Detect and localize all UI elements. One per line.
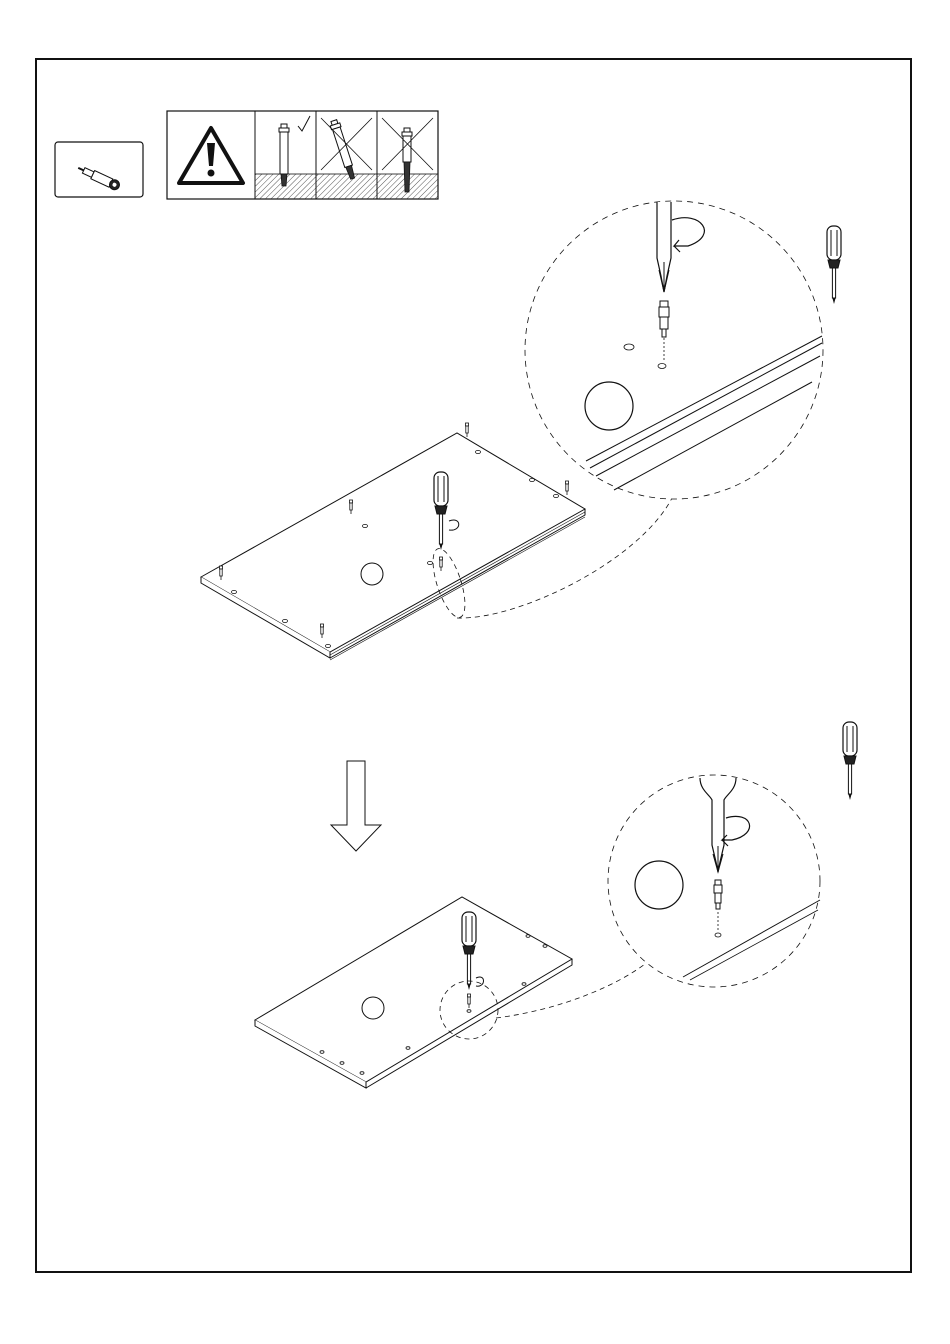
step-insert-cam-bolts: [201, 201, 841, 660]
panel-board: [201, 433, 585, 660]
cam-bolt: [466, 423, 469, 437]
page-border: [36, 59, 911, 1272]
phillips-screwdriver-icon: [843, 722, 857, 800]
part-box: [55, 142, 143, 197]
detail-magnified-view: [525, 201, 823, 499]
panel-board: [255, 897, 572, 1088]
step-flip-panel: [255, 722, 857, 1088]
detail-magnified-view: [608, 775, 820, 987]
panel-label-marker: [362, 997, 384, 1019]
down-arrow-icon: [331, 761, 381, 851]
panel-label-marker: [361, 563, 383, 585]
cam-bolt: [566, 481, 569, 495]
phillips-screwdriver-icon: [827, 226, 841, 304]
tool-indicator: [827, 226, 841, 304]
warning-panel: [167, 111, 438, 199]
detail-label-marker: [635, 861, 683, 909]
detail-label-marker: [585, 382, 633, 430]
tool-indicator: [843, 722, 857, 800]
